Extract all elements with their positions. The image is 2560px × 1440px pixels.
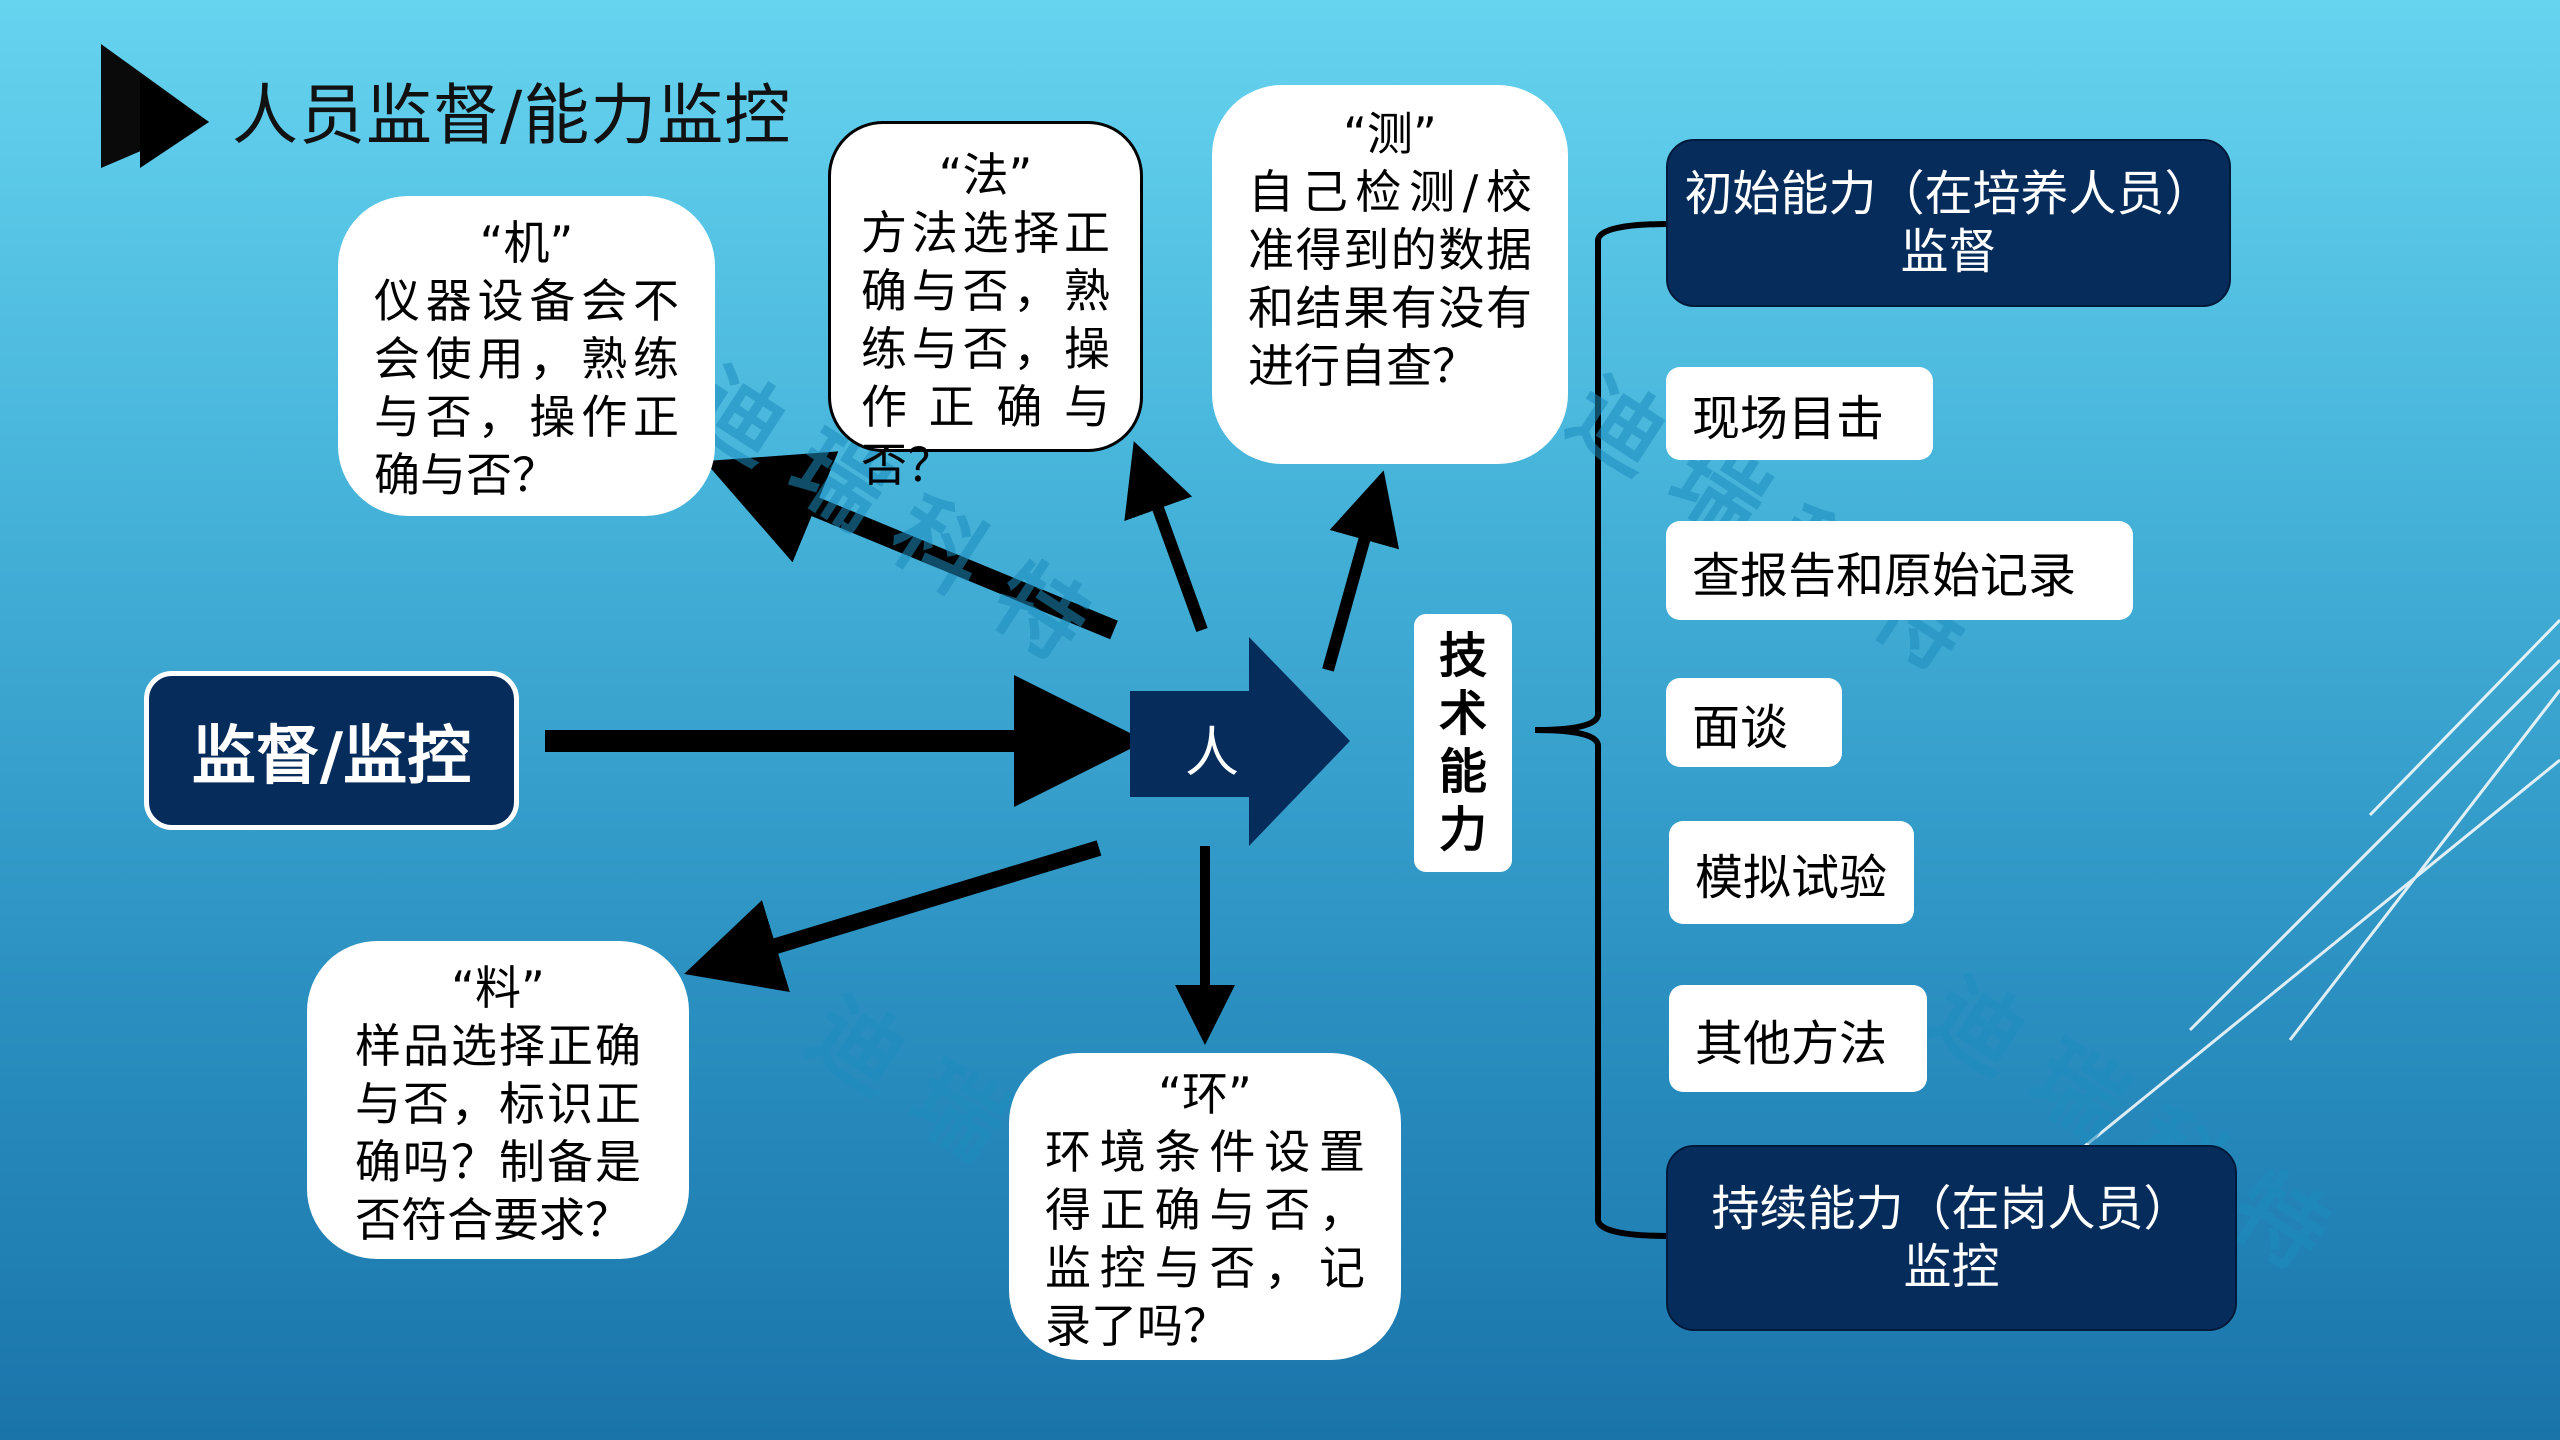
method-other: 其他方法 [1669, 985, 1927, 1092]
person-arrow-shape [1130, 637, 1350, 846]
initial-ability-box: 初始能力（在培养人员） 监督 [1666, 139, 2231, 307]
factor-quote: “法” [938, 148, 1033, 202]
factor-box-fa: “法” 方法选择正确与否，熟练与否，操作正确与否？ [828, 121, 1143, 492]
arrow-to-fa [1124, 441, 1208, 633]
factor-text: 环境条件设置得正确与否，监控与否，记录了吗？ [1045, 1125, 1365, 1353]
continuous-ability-title: 持续能力（在岗人员） [1711, 1181, 2192, 1237]
factor-box-ce: “测” 自己检测/校准得到的数据和结果有没有进行自查？ [1212, 85, 1568, 464]
factor-text: 方法选择正确与否，熟练与否，操作正确与否？ [861, 206, 1110, 492]
continuous-ability-subtitle: 监控 [1903, 1239, 2000, 1295]
supervision-label: 监督/监控 [191, 719, 472, 794]
factor-box-ji: “机” 仪器设备会不会使用，熟练与否，操作正确与否？ [338, 196, 715, 516]
initial-ability-title: 初始能力（在培养人员） [1684, 166, 2213, 222]
initial-ability-subtitle: 监督 [1900, 224, 1997, 280]
arrow-to-ji [704, 451, 1118, 640]
factor-box-huan: “环” 环境条件设置得正确与否，监控与否，记录了吗？ [1009, 1053, 1401, 1360]
factor-text: 样品选择正确与否，标识正确吗？制备是否符合要求？ [355, 1019, 641, 1247]
factor-box-liao: “料” 样品选择正确与否，标识正确吗？制备是否符合要求？ [307, 941, 689, 1259]
continuous-ability-box: 持续能力（在岗人员） 监控 [1666, 1145, 2237, 1331]
factor-quote: “环” [1158, 1067, 1252, 1121]
tech-char: 力 [1438, 802, 1487, 858]
factor-text: 仪器设备会不会使用，熟练与否，操作正确与否？ [374, 274, 679, 502]
factor-quote: “测” [1343, 107, 1437, 161]
tech-char: 能 [1438, 744, 1487, 800]
arrow-to-liao [684, 840, 1102, 992]
factor-quote: “料” [451, 961, 545, 1015]
title-play-icon [101, 44, 209, 168]
method-onsite-witness: 现场目击 [1666, 367, 1933, 460]
factor-quote: “机” [479, 216, 574, 270]
method-interview: 面谈 [1666, 678, 1842, 767]
supervision-box: 监督/监控 [144, 671, 519, 830]
factor-text: 自己检测/校准得到的数据和结果有没有进行自查？ [1248, 165, 1532, 393]
method-check-reports: 查报告和原始记录 [1666, 521, 2133, 620]
method-simulation-test: 模拟试验 [1669, 821, 1914, 924]
tech-char: 术 [1438, 686, 1487, 742]
page-title: 人员监督/能力监控 [232, 77, 792, 154]
bracket [1534, 221, 1671, 1239]
tech-ability-box: 技 术 能 力 [1414, 614, 1512, 872]
person-label: 人 [1185, 721, 1239, 784]
decorative-lines [2079, 618, 2560, 1152]
arrow-to-ce [1322, 470, 1400, 672]
tech-char: 技 [1438, 628, 1487, 684]
